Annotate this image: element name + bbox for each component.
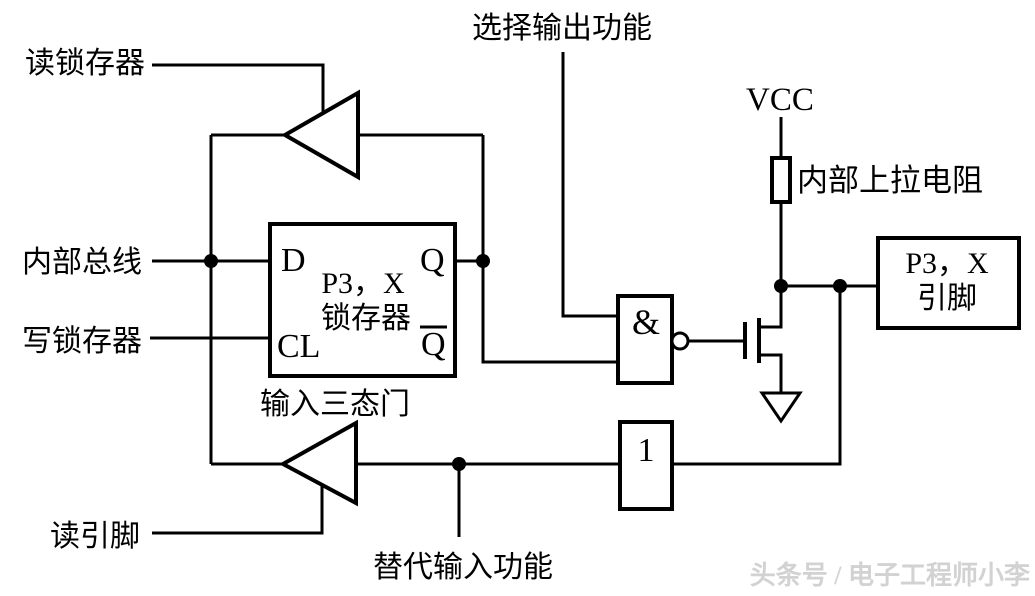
wire-pin-to-inverter-input — [672, 286, 842, 466]
junction-dots — [204, 254, 847, 471]
inverter-gate-box — [618, 420, 674, 511]
nand-symbol: & — [632, 302, 660, 342]
label-write-latch: 写锁存器 — [22, 325, 142, 358]
wire-read-pin-lead — [152, 486, 324, 535]
latch-pin-q: Q — [420, 242, 445, 279]
wire-q-to-nand-input — [481, 135, 618, 364]
pin-box-line2: 引脚 — [917, 282, 977, 315]
wire-read-latch-lead — [152, 63, 325, 112]
latch-pin-cl: CL — [277, 328, 320, 365]
label-alternate-input-function: 替代输入功能 — [373, 551, 553, 584]
inverter-symbol: 1 — [638, 432, 655, 469]
watermark: 头条号 / 电子工程师小李 — [750, 561, 1031, 590]
label-read-pin: 读引脚 — [50, 520, 140, 553]
label-internal-bus: 内部总线 — [22, 246, 142, 279]
wire-mosfet-drain — [759, 286, 783, 329]
read-pin-tristate-buffer — [278, 419, 358, 507]
label-select-output-function: 选择输出功能 — [472, 12, 652, 45]
read-latch-tristate-buffer — [280, 89, 360, 181]
label-vcc: VCC — [746, 82, 814, 118]
label-input-tristate-gate: 输入三态门 — [260, 388, 410, 421]
label-internal-pullup-resistor: 内部上拉电阻 — [797, 163, 983, 198]
junction-internal-bus — [204, 254, 218, 268]
latch-name-line1: P3，X — [321, 267, 405, 300]
latch-pin-d: D — [281, 242, 306, 279]
junction-drain-pin — [774, 279, 788, 293]
junction-alt-input — [452, 457, 466, 471]
wires — [150, 52, 878, 537]
pullup-resistor — [770, 156, 792, 204]
latch-box — [268, 222, 457, 378]
pin-box-line1: P3，X — [905, 247, 989, 280]
latch-name-line2: 锁存器 — [321, 302, 411, 335]
wire-select-output-lead — [561, 52, 618, 318]
nand-inversion-bubble — [670, 331, 690, 351]
latch-pin-q-bar: Q — [421, 326, 446, 363]
junction-q-output — [476, 254, 490, 268]
pin-box — [876, 236, 1021, 330]
label-read-latch: 读锁存器 — [25, 47, 145, 80]
wire-mosfet-source — [759, 353, 783, 393]
junction-pin-inverter — [833, 279, 847, 293]
mosfet — [743, 318, 761, 363]
ground-symbol — [759, 391, 803, 424]
